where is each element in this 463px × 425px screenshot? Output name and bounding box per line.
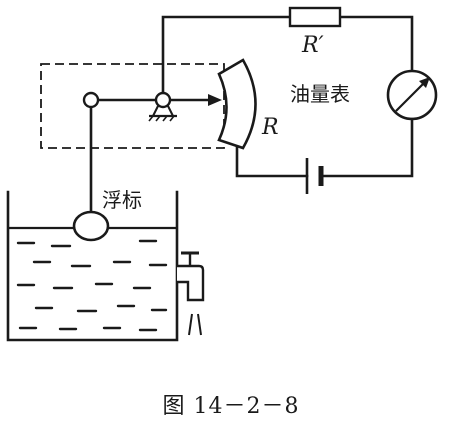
rheostat	[217, 58, 257, 150]
dripping-liquid	[188, 313, 202, 336]
fuel-meter-label: 油量表	[290, 82, 350, 106]
lever-end-joint	[82, 91, 100, 109]
lever-pivot	[148, 91, 177, 122]
fixed-resistor	[288, 6, 342, 28]
battery-wire	[235, 117, 414, 178]
fuel-liquid	[16, 239, 168, 332]
faucet	[177, 251, 205, 302]
figure-caption: 图 14－2－8	[163, 394, 300, 419]
fixed-resistor-label: R′	[301, 33, 324, 58]
lever-mechanism-box	[40, 63, 225, 149]
lever-arm	[98, 94, 222, 106]
fuel-meter	[386, 69, 438, 121]
float	[72, 210, 110, 242]
top-wire	[161, 15, 414, 102]
float-label: 浮标	[102, 188, 142, 212]
battery	[305, 158, 324, 194]
rheostat-label: R	[261, 115, 279, 140]
